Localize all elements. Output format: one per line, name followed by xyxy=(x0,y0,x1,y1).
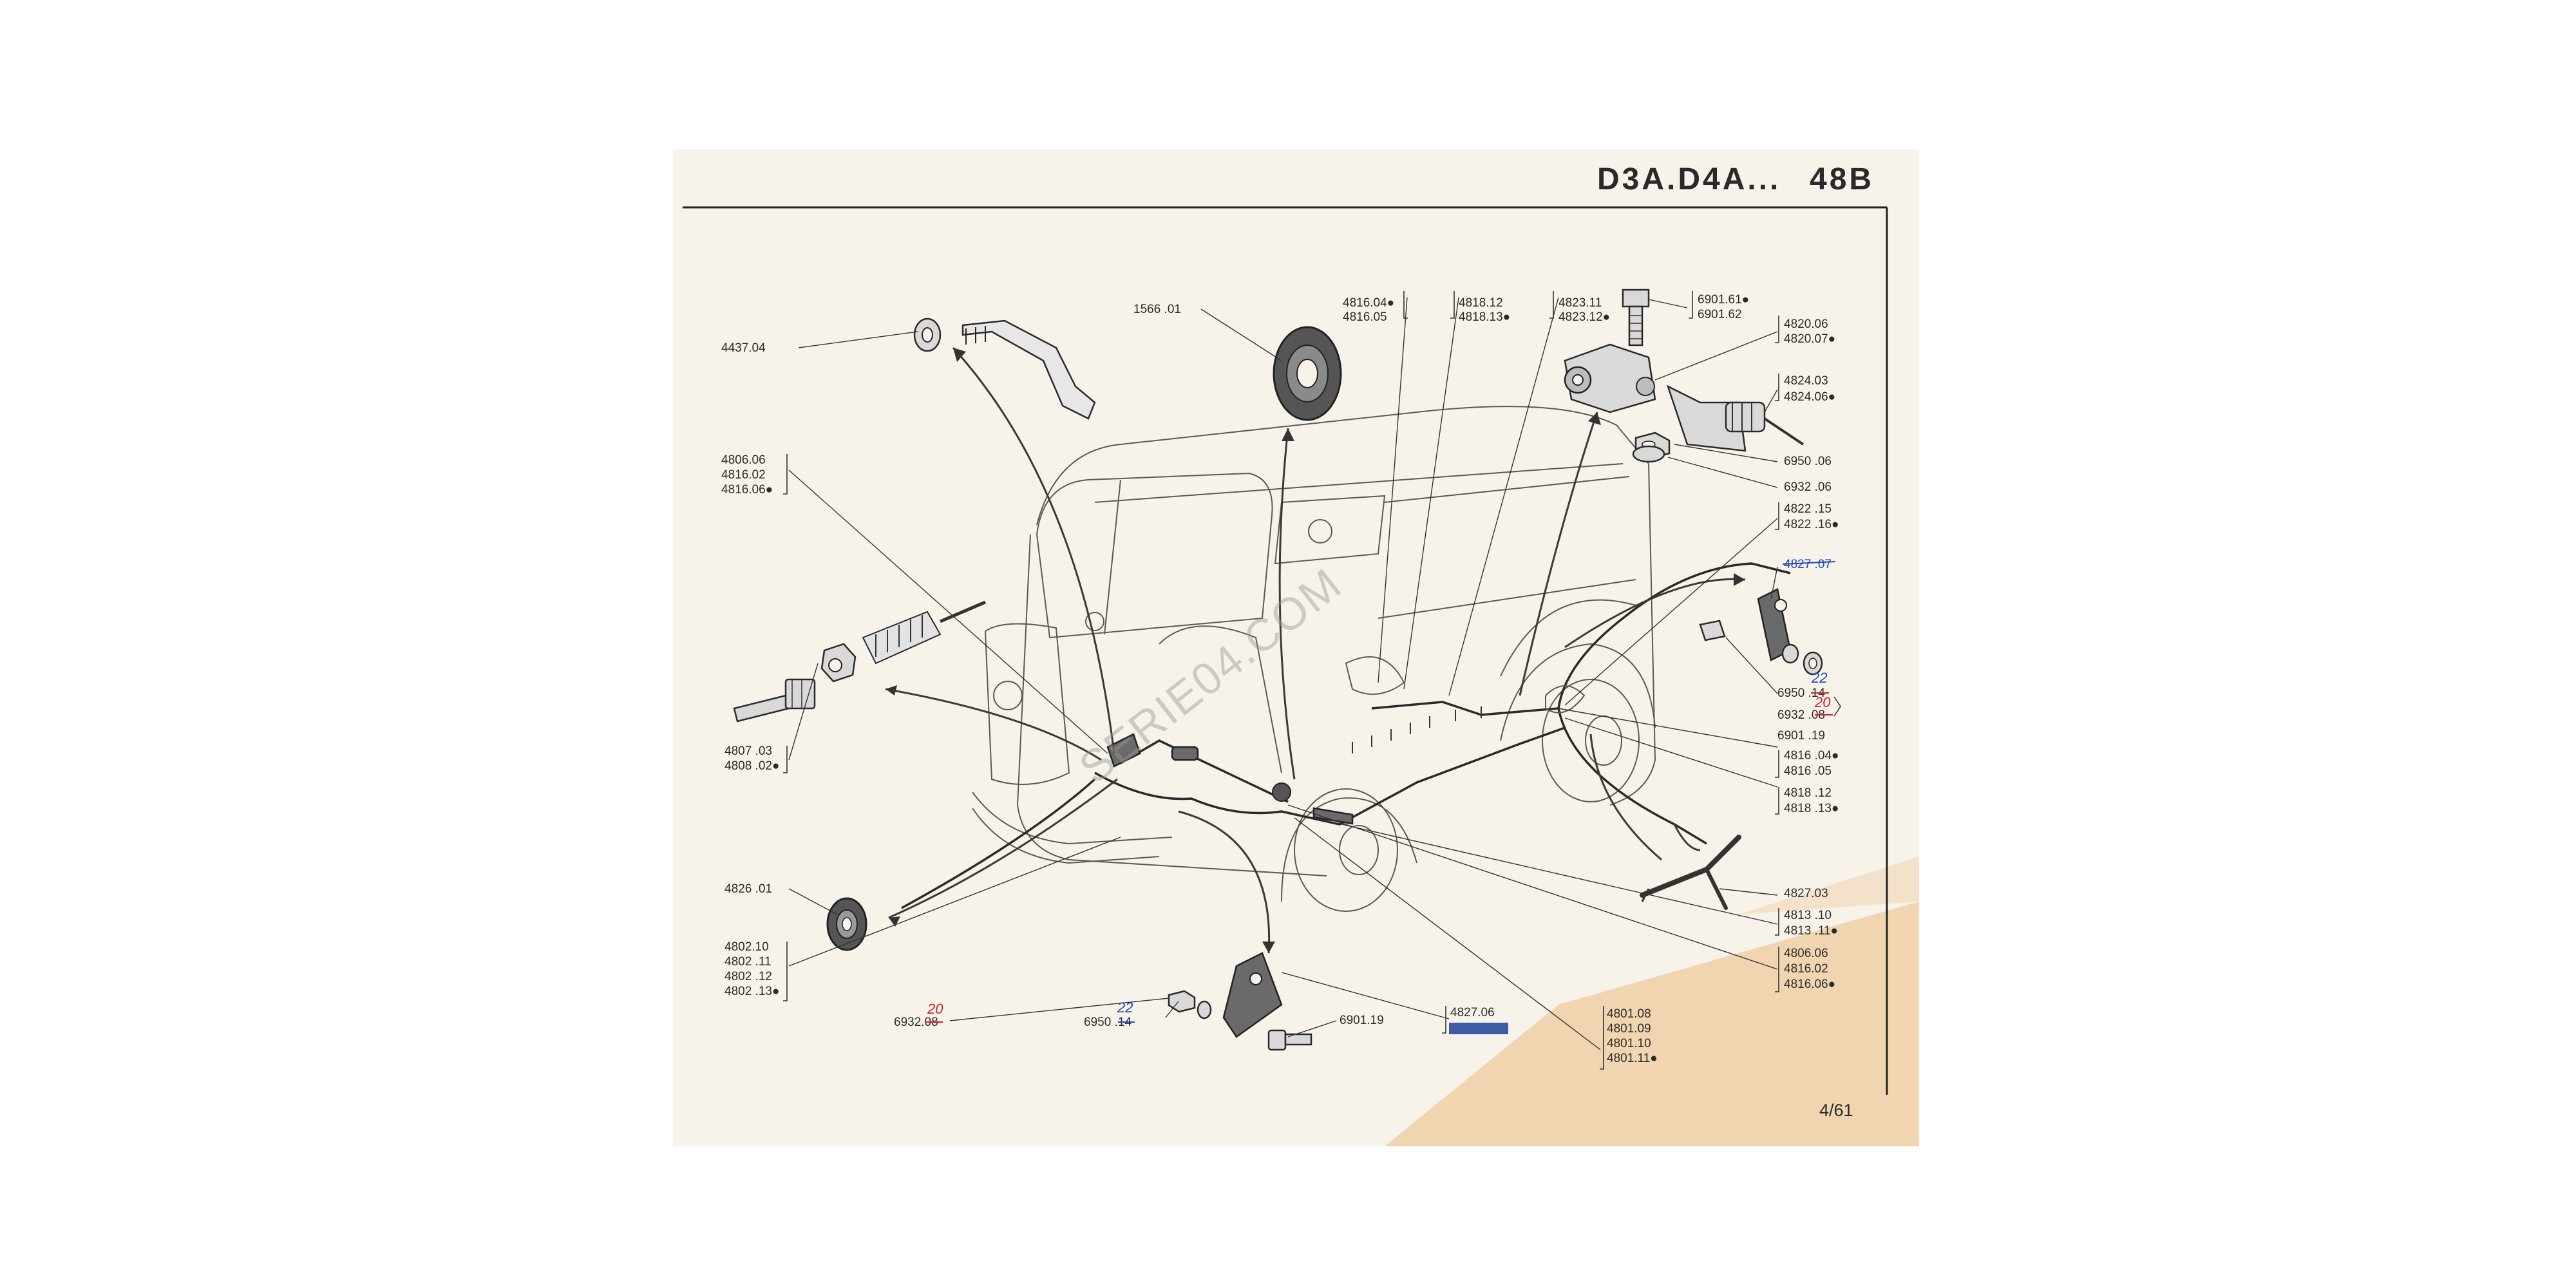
label-4816a-1: 4816.04● xyxy=(1343,296,1394,310)
label-4806b-1: 4806.06 xyxy=(1784,947,1828,960)
label-4822-1: 4822 .15 xyxy=(1784,502,1832,516)
label-6901mid: 6901 .19 xyxy=(1777,729,1825,743)
label-4802-2: 4802 .11 xyxy=(724,955,772,969)
nut-6950-bottom-icon xyxy=(1168,990,1196,1013)
label-4801-2: 4801.09 xyxy=(1607,1022,1651,1036)
bolt-6901-top-icon xyxy=(1622,289,1650,346)
label-4806a-1: 4806.06 xyxy=(721,453,766,467)
washer-4437-icon xyxy=(913,317,942,352)
vehicle-sketch xyxy=(972,406,1656,912)
label-4807-1: 4807 .03 xyxy=(724,744,772,758)
label-4816b-2: 4816 .05 xyxy=(1784,764,1832,778)
label-4806b-2: 4816.02 xyxy=(1784,962,1828,976)
label-4802-1: 4802.10 xyxy=(724,940,769,954)
bolt-6901-bottom-icon xyxy=(1267,1029,1312,1051)
brake-cable-assembly xyxy=(901,562,1791,909)
label-4827a: 4827 .07 xyxy=(1784,558,1832,571)
label-4822-2: 4822 .16● xyxy=(1784,518,1839,531)
clip-4827-bottom-icon xyxy=(1222,952,1283,1038)
union-4824-icon xyxy=(1725,401,1804,446)
label-4820-2: 4820.07● xyxy=(1784,332,1835,346)
label-4806b-3: 4816.06● xyxy=(1784,978,1835,991)
label-6950bot: 6950 .14 xyxy=(1084,1016,1132,1029)
leader-lines xyxy=(788,297,1778,1050)
label-4818b-1: 4818 .12 xyxy=(1784,786,1832,800)
bracket-6950-6932 xyxy=(1833,696,1841,717)
cable-sleeve-icon xyxy=(961,319,1096,420)
tape-stain xyxy=(1385,902,1919,1146)
label-4807-2: 4808 .02● xyxy=(724,759,779,773)
strike-4827a xyxy=(1782,561,1836,565)
header-model: D3A.D4A... xyxy=(1597,162,1781,196)
label-4827c: 4827.06 xyxy=(1450,1006,1495,1019)
annotation-6950bot: 22 xyxy=(1117,999,1133,1016)
label-6901bot: 6901.19 xyxy=(1340,1014,1384,1027)
label-6950mid: 6950 .14 xyxy=(1777,687,1825,700)
clip-4827-right-icon xyxy=(1699,588,1823,676)
page-number: 4/61 xyxy=(1819,1101,1853,1120)
label-6932bot: 6932.08 xyxy=(894,1016,938,1029)
spring-clip-4827-icon xyxy=(1640,835,1741,910)
label-4827b: 4827.03 xyxy=(1784,887,1828,900)
label-4801-1: 4801.08 xyxy=(1607,1007,1651,1021)
label-6932mid: 6932 .08 xyxy=(1777,708,1825,722)
label-6901top-1: 6901.61● xyxy=(1698,293,1749,307)
label-6901top-2: 6901.62 xyxy=(1698,308,1742,321)
label-4806a-3: 4816.06● xyxy=(721,483,773,497)
label-1566: 1566 .01 xyxy=(1133,303,1181,316)
label-4437: 4437.04 xyxy=(721,341,766,355)
label-4818a-2: 4818.13● xyxy=(1459,310,1510,324)
grommet-1566-icon xyxy=(1273,326,1342,421)
label-4802-4: 4802 .13● xyxy=(724,985,779,998)
label-4813-1: 4813 .10 xyxy=(1784,909,1832,922)
label-4816b-1: 4816 .04● xyxy=(1784,749,1839,762)
washer-6932-top-icon xyxy=(1632,445,1665,463)
label-4820-1: 4820.06 xyxy=(1784,317,1828,331)
label-4824-1: 4824.03 xyxy=(1784,374,1828,388)
adjuster-4807-icon xyxy=(733,600,986,723)
washer-6932-bottom-icon xyxy=(1197,1000,1212,1019)
label-4813-2: 4813 .11● xyxy=(1784,924,1838,938)
label-6932top: 6932 .06 xyxy=(1784,480,1832,494)
label-4818a-1: 4818.12 xyxy=(1459,296,1503,310)
tee-fitting-4820-icon xyxy=(1564,343,1747,452)
callout-arrows xyxy=(885,346,1746,954)
label-4801-3: 4801.10 xyxy=(1607,1037,1651,1050)
annotation-6950mid: 22 xyxy=(1811,670,1827,686)
label-4806a-2: 4816.02 xyxy=(721,468,766,482)
tape-stain-edge xyxy=(1739,857,1919,914)
label-4823-2: 4823.12● xyxy=(1558,310,1610,324)
label-6950top: 6950 .06 xyxy=(1784,455,1832,468)
label-4802-3: 4802 .12 xyxy=(724,970,772,983)
annotation-6932bot: 20 xyxy=(927,1001,943,1017)
label-4801-4: 4801.11● xyxy=(1607,1052,1658,1065)
label-4823-1: 4823.11 xyxy=(1558,296,1602,310)
label-brackets xyxy=(783,291,1779,1070)
label-4826: 4826 .01 xyxy=(724,882,772,896)
grommet-4826-icon xyxy=(826,897,867,951)
annotation-6932mid: 20 xyxy=(1814,694,1831,710)
label-4816a-2: 4816.05 xyxy=(1343,310,1387,324)
label-4818b-2: 4818 .13● xyxy=(1784,802,1839,815)
scribble-4827c xyxy=(1449,1023,1508,1034)
label-4824-2: 4824.06● xyxy=(1784,390,1835,404)
header-section: 48B xyxy=(1810,162,1874,196)
